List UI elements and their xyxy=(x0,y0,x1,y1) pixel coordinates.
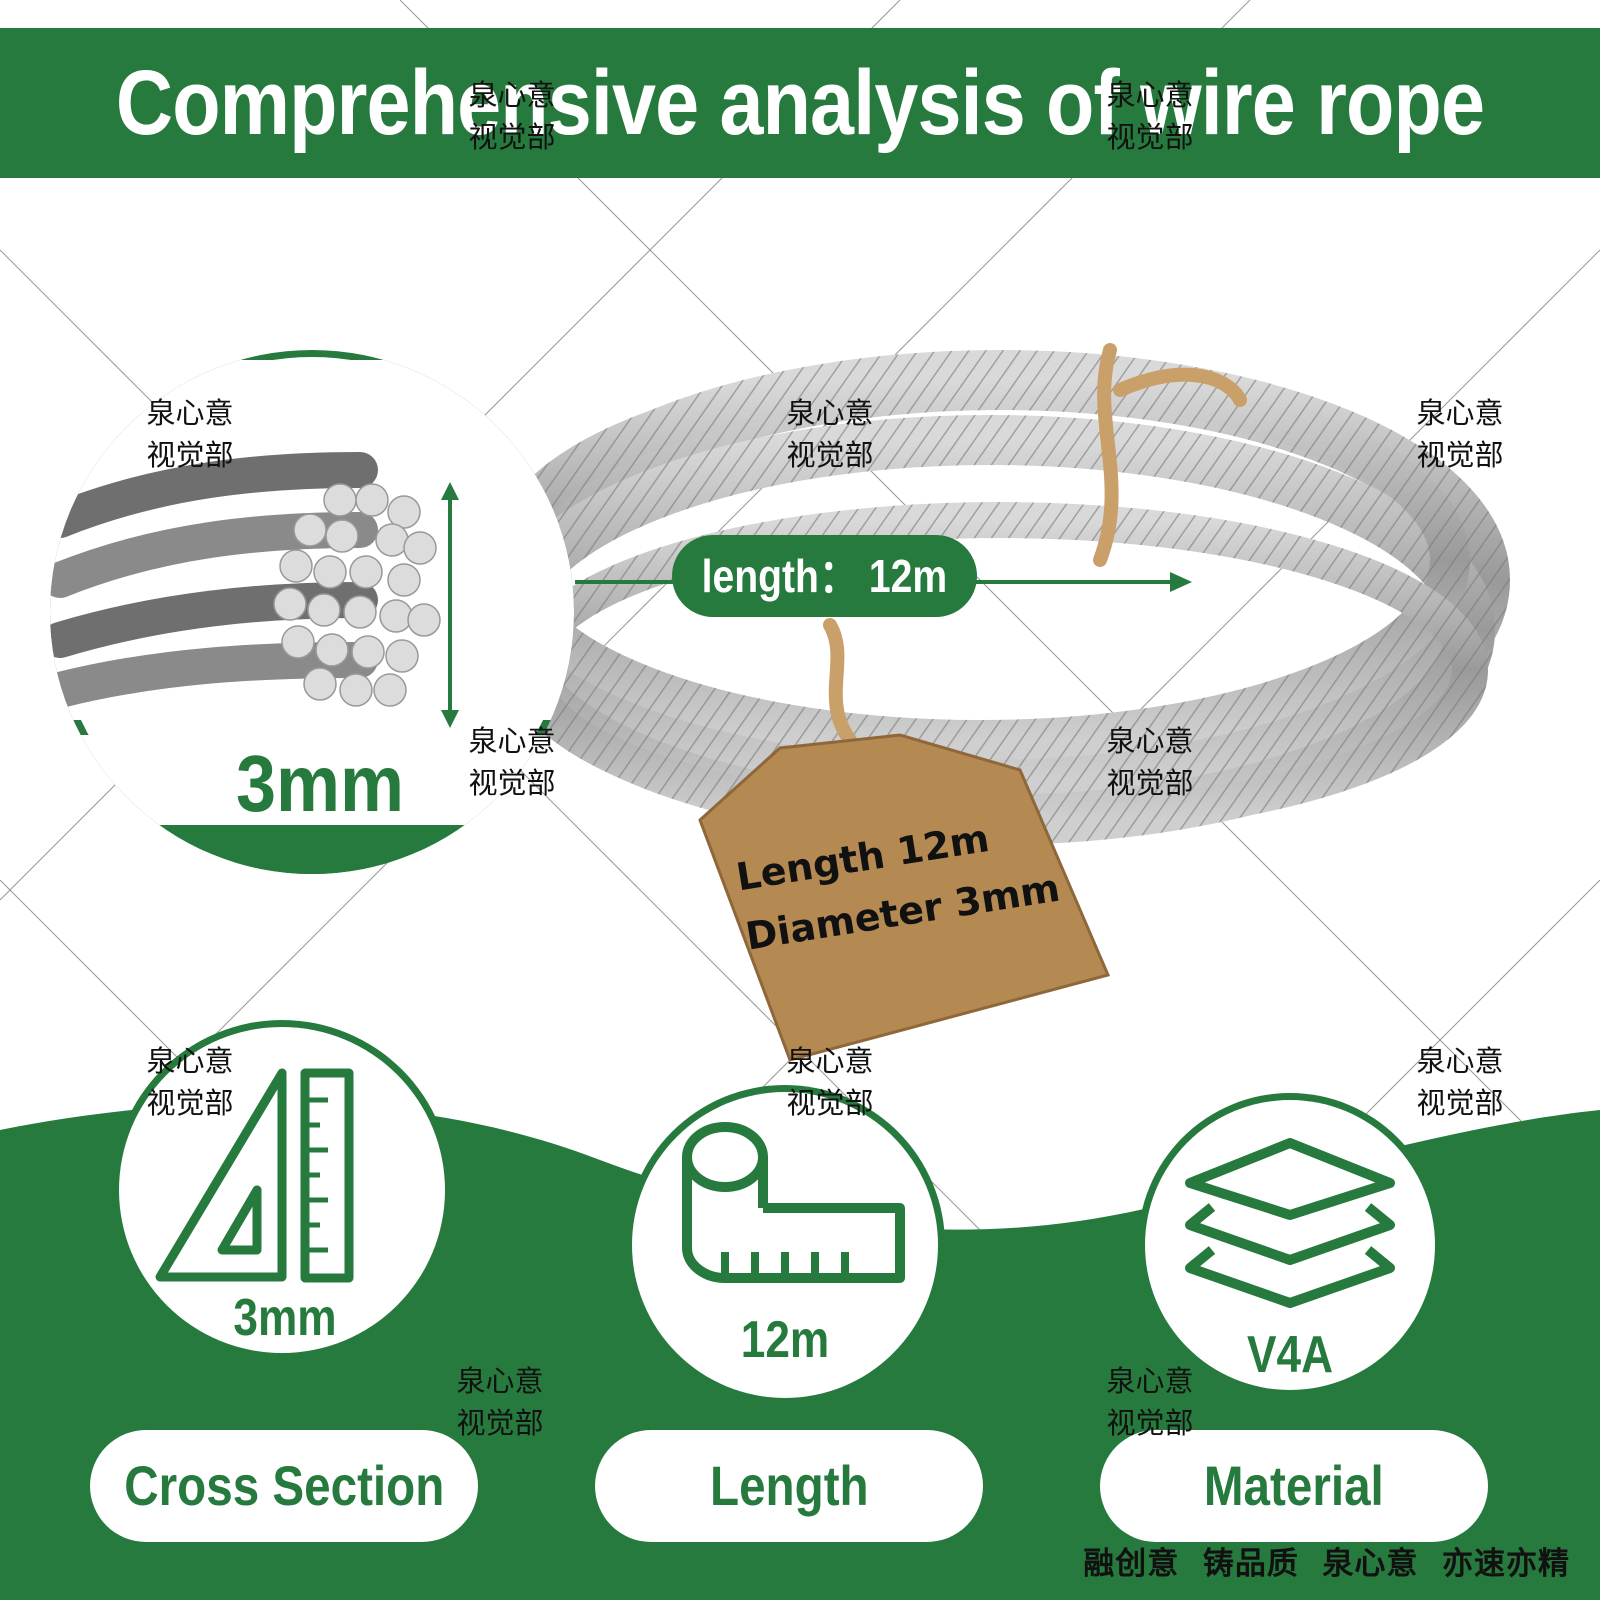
watermark: 泉心意视觉部 xyxy=(1106,78,1194,154)
tape-measure-icon xyxy=(682,1122,905,1283)
length-badge: length： 12m xyxy=(672,535,977,617)
watermark: 泉心意视觉部 xyxy=(468,724,556,800)
slogan: 融创意 铸品质 泉心意 亦速亦精 xyxy=(1083,1546,1570,1582)
feature-value-length: 12m xyxy=(740,1311,830,1369)
feature-value-material: V4A xyxy=(1247,1326,1333,1384)
diameter-callout-label: 3mm xyxy=(235,739,405,828)
watermark: 泉心意视觉部 xyxy=(456,1364,544,1440)
watermark: 泉心意视觉部 xyxy=(1416,1044,1504,1120)
watermark: 泉心意视觉部 xyxy=(1416,396,1504,472)
ruler-triangle-icon xyxy=(155,1068,354,1283)
layers-icon xyxy=(1185,1138,1395,1308)
feature-label-material: Material xyxy=(1100,1430,1488,1542)
watermark: 泉心意视觉部 xyxy=(1106,724,1194,800)
watermark: 泉心意视觉部 xyxy=(1106,1364,1194,1440)
wire-coil xyxy=(485,350,1510,845)
feature-value-cross-section: 3mm xyxy=(233,1289,337,1347)
kraft-tag xyxy=(698,733,1111,1062)
watermark: 泉心意视觉部 xyxy=(786,1044,874,1120)
page-title: Comprehensive analysis of wire rope xyxy=(115,52,1485,154)
header-bar xyxy=(0,28,1600,178)
twine xyxy=(823,343,1247,747)
watermark: 泉心意视觉部 xyxy=(786,396,874,472)
watermark: 泉心意视觉部 xyxy=(146,396,234,472)
feature-label-length: Length xyxy=(595,1430,983,1542)
watermark: 泉心意视觉部 xyxy=(468,78,556,154)
feature-label-cross-section: Cross Section xyxy=(90,1430,478,1542)
cross-section-callout xyxy=(50,350,574,874)
watermark: 泉心意视觉部 xyxy=(146,1044,234,1120)
